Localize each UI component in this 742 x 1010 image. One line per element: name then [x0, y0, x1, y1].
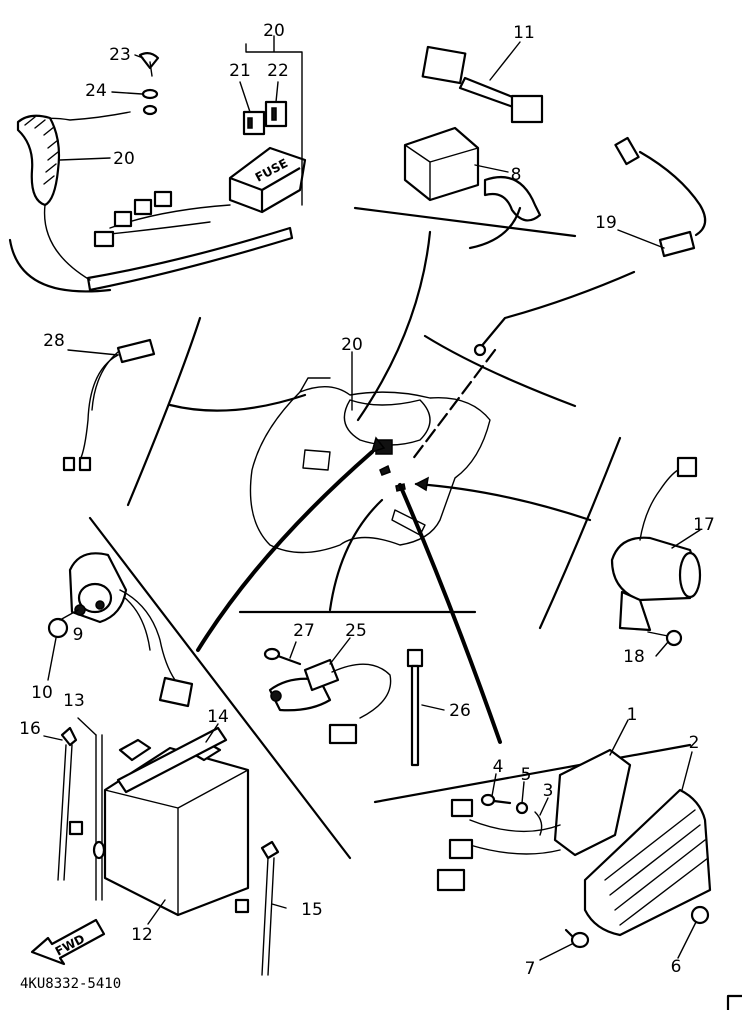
washer-24 [141, 88, 159, 116]
wire-11 [421, 45, 544, 124]
sensor-25 [268, 658, 392, 745]
bolt-7 [564, 928, 590, 949]
label-24: 24 [85, 81, 107, 101]
label-21: 21 [229, 61, 251, 81]
label-6: 6 [671, 957, 682, 977]
leader-lines [43, 35, 701, 961]
label-18: 18 [623, 647, 645, 667]
bolt-4 [480, 793, 512, 807]
washer-5 [515, 801, 529, 815]
regulator-wiring [436, 798, 561, 892]
label-9: 9 [73, 625, 84, 645]
sensor-28 [62, 338, 156, 472]
bolt-27 [263, 647, 302, 666]
label-20-left: 20 [113, 149, 135, 169]
cable-16 [57, 726, 84, 881]
fuse-21 [242, 110, 266, 136]
connector-curves [168, 230, 592, 744]
label-23: 23 [109, 45, 131, 65]
cable-tie-26 [406, 648, 424, 767]
nut-6 [690, 905, 710, 925]
switch-19 [468, 136, 707, 357]
label-3: 3 [543, 781, 554, 801]
drawing-code: 4KU8332-5410 [20, 976, 121, 992]
label-16: 16 [19, 719, 41, 739]
label-22: 22 [267, 61, 289, 81]
label-20-center: 20 [341, 335, 363, 355]
cdi-unit-1 [553, 748, 632, 857]
label-20-top: 20 [263, 21, 285, 41]
label-4: 4 [493, 757, 504, 777]
label-13: 13 [63, 691, 85, 711]
corner-mark [726, 994, 742, 1010]
breather-13 [92, 734, 106, 901]
battery-band-14 [116, 726, 228, 794]
label-1: 1 [627, 705, 638, 725]
nut-10 [47, 617, 69, 639]
label-5: 5 [521, 765, 532, 785]
main-wire-harness [16, 111, 294, 292]
starter-relay-9 [68, 552, 194, 708]
fuse-box: FUSE [228, 146, 307, 214]
label-27: 27 [293, 621, 315, 641]
cable-15 [234, 840, 280, 976]
relay-8 [403, 126, 480, 202]
clamp-3 [534, 811, 543, 836]
main-switch-17 [610, 456, 702, 632]
label-11: 11 [513, 23, 535, 43]
label-14: 14 [207, 707, 229, 727]
label-7: 7 [525, 959, 536, 979]
screw-23 [138, 51, 160, 77]
rectifier-2 [583, 788, 712, 937]
section-dividers [8, 206, 692, 860]
fuse-22 [264, 100, 288, 128]
part-number-labels: 1 2 3 4 5 6 7 8 9 10 11 12 13 14 15 16 1… [19, 21, 715, 979]
label-19: 19 [595, 213, 617, 233]
label-26: 26 [449, 701, 471, 721]
label-10: 10 [31, 683, 53, 703]
label-17: 17 [693, 515, 715, 535]
label-2: 2 [689, 733, 700, 753]
label-8: 8 [511, 165, 522, 185]
bolt-18 [647, 629, 683, 647]
fwd-arrow: FWD [30, 918, 106, 966]
label-15: 15 [301, 900, 323, 920]
label-25: 25 [345, 621, 367, 641]
label-12: 12 [131, 925, 153, 945]
label-28: 28 [43, 331, 65, 351]
